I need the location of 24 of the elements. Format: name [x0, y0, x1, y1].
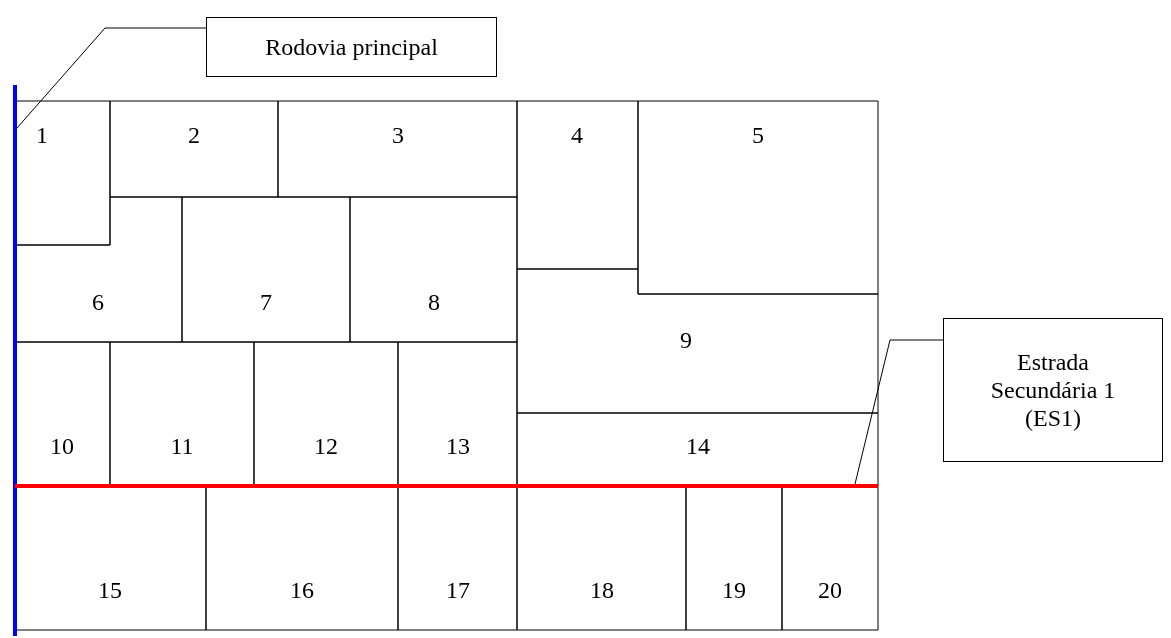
lot-number: 16 [290, 577, 314, 603]
lot-number: 8 [428, 289, 440, 315]
lot-number: 12 [314, 433, 338, 459]
lot-number: 1 [36, 122, 48, 148]
lot-number: 11 [170, 433, 194, 459]
lot-number: 18 [590, 577, 614, 603]
road-name-label: Rodovia principal [206, 17, 497, 77]
lot-number: 20 [818, 577, 842, 603]
lot-number: 10 [50, 433, 74, 459]
lot-number: 5 [752, 122, 764, 148]
leader-line [16, 27, 207, 129]
lot-number: 19 [722, 577, 746, 603]
lot-number: 9 [680, 327, 692, 353]
leader-line [854, 339, 944, 485]
lot-number: 4 [571, 122, 583, 148]
lot-number: 15 [98, 577, 122, 603]
lot-number: 6 [92, 289, 104, 315]
lot-number: 3 [392, 122, 404, 148]
lot-number: 7 [260, 289, 272, 315]
lot-number: 2 [188, 122, 200, 148]
lot-number: 14 [686, 433, 710, 459]
lot-number: 13 [446, 433, 470, 459]
lot-number: 17 [446, 577, 470, 603]
road-name-label: Estrada Secundária 1 (ES1) [943, 318, 1163, 462]
